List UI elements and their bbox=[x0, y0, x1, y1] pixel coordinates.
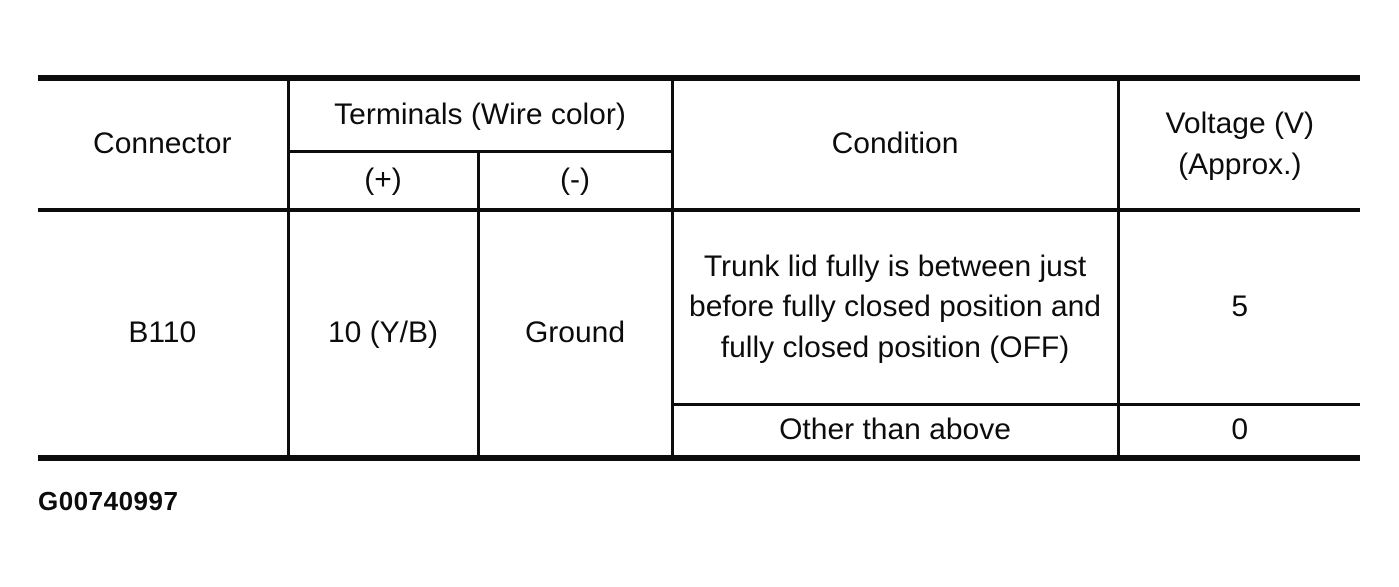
header-cell-terminal-minus: (-) bbox=[478, 151, 674, 212]
cell-terminal-plus-value: 10 (Y/B) bbox=[288, 210, 480, 461]
cell-connector-value: B110 bbox=[38, 210, 290, 461]
cell-voltage-1: 5 bbox=[1118, 210, 1361, 406]
cell-terminal-minus-value: Ground bbox=[478, 210, 674, 461]
voltage-spec-table-container: Connector Terminals (Wire color) Conditi… bbox=[38, 75, 1361, 461]
cell-condition-2: Other than above bbox=[672, 404, 1120, 461]
figure-id-label: G00740997 bbox=[38, 486, 179, 516]
header-cell-connector: Connector bbox=[38, 75, 290, 212]
header-voltage-line1: Voltage (V) bbox=[1165, 107, 1314, 140]
voltage-spec-table: Connector Terminals (Wire color) Conditi… bbox=[38, 75, 1361, 461]
header-voltage-line2: (Approx.) bbox=[1178, 147, 1302, 181]
header-cell-terminals-group: Terminals (Wire color) bbox=[288, 75, 674, 153]
header-cell-condition: Condition bbox=[672, 75, 1120, 212]
cell-voltage-2: 0 bbox=[1118, 404, 1361, 461]
header-cell-terminal-plus: (+) bbox=[288, 151, 480, 212]
cell-condition-1: Trunk lid fully is between just before f… bbox=[672, 210, 1120, 406]
data-row-condition-2: Other than above 0 bbox=[38, 404, 1361, 461]
header-cell-voltage: Voltage (V) (Approx.) bbox=[1118, 75, 1361, 212]
data-row-condition-1: B110 10 (Y/B) Ground Trunk lid fully is … bbox=[38, 210, 1361, 461]
header-row-top: Connector Terminals (Wire color) Conditi… bbox=[38, 75, 1361, 212]
header-row-terminal-polarity: (+) (-) bbox=[38, 151, 1360, 212]
